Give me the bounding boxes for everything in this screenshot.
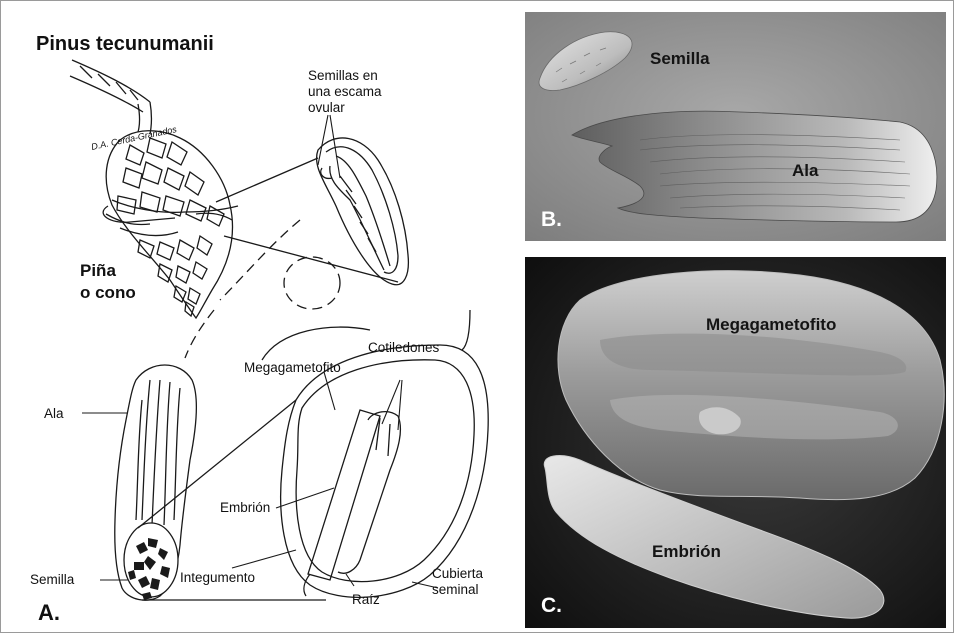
label-embrion: Embrión (220, 500, 270, 515)
panel-c-label-megagametofito: Megagametofito (706, 315, 836, 334)
label-ala: Ala (44, 406, 64, 421)
scale-label-line2: una escama (308, 84, 382, 99)
panel-c-letter: C. (541, 594, 562, 617)
label-raiz: Raíz (352, 592, 380, 607)
panel-b: Semilla Ala B. (525, 12, 946, 241)
cone-label-line2: o cono (80, 283, 136, 302)
panel-c-label-embrion: Embrión (652, 542, 721, 561)
photo-megagametophyte (558, 271, 944, 500)
panel-b-letter: B. (541, 208, 562, 231)
scale-label-line1: Semillas en (308, 68, 378, 83)
panel-b-label-ala: Ala (792, 161, 819, 180)
cone-label-line1: Piña (80, 261, 116, 280)
panel-b-label-semilla: Semilla (650, 49, 710, 68)
panel-a-letter: A. (38, 600, 60, 625)
label-megagametofito: Megagametofito (244, 360, 341, 375)
panel-c: Megagametofito Embrión C. (525, 257, 946, 628)
label-cubierta-line1: Cubierta (432, 566, 484, 581)
label-cubierta-line2: seminal (432, 582, 479, 597)
panel-a-title: Pinus tecunumanii (36, 33, 214, 55)
label-integumento: Integumento (180, 570, 255, 585)
scale-label-line3: ovular (308, 100, 345, 115)
label-semilla: Semilla (30, 572, 75, 587)
label-cotiledones: Cotiledones (368, 340, 440, 355)
